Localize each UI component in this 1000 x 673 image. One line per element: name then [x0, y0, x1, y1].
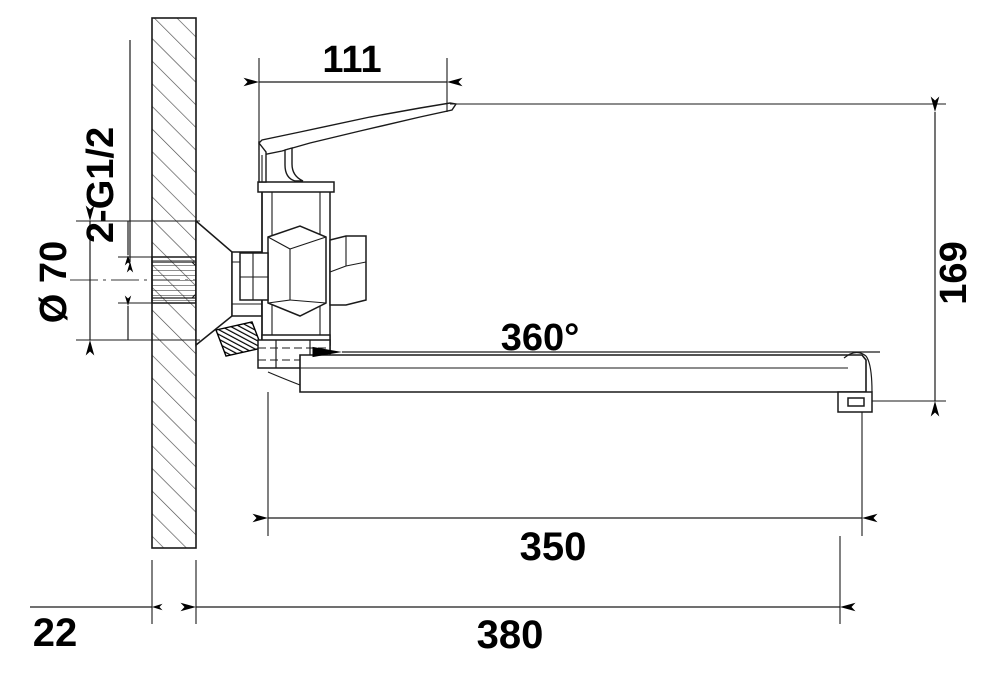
- knurled-connector: [215, 321, 263, 357]
- dimension-169: 169: [930, 96, 975, 417]
- lever-handle: [258, 102, 458, 183]
- dimension-350-label: 350: [520, 525, 587, 569]
- dimension-22: 22: [30, 560, 163, 655]
- long-spout-tube: [299, 354, 867, 393]
- dimension-350: 350: [252, 392, 878, 569]
- dimension-380: 380: [180, 536, 856, 657]
- note-2-G1-2: 2-G1/2: [80, 40, 134, 273]
- dimension-inner-port: [118, 221, 152, 340]
- dimension-diameter-70-label: Ø 70: [33, 241, 75, 323]
- dimension-111-label: 111: [322, 39, 381, 81]
- dimension-22-label: 22: [33, 611, 78, 655]
- note-2-G1-2-label: 2-G1/2: [80, 127, 122, 243]
- mixer-body: [239, 181, 335, 353]
- dimension-360-degrees-label: 360°: [501, 317, 580, 359]
- dimension-diameter-70: Ø 70: [33, 205, 200, 356]
- threaded-inlet-port-G1-2: [151, 256, 197, 304]
- diverter-knob: [329, 235, 367, 306]
- spout-aerator-outlet: [837, 351, 873, 413]
- dimension-111: 111: [243, 39, 463, 150]
- dimension-380-label: 380: [477, 613, 544, 657]
- dimension-360-degrees: 360°: [312, 317, 880, 359]
- dimension-169-label: 169: [933, 241, 975, 304]
